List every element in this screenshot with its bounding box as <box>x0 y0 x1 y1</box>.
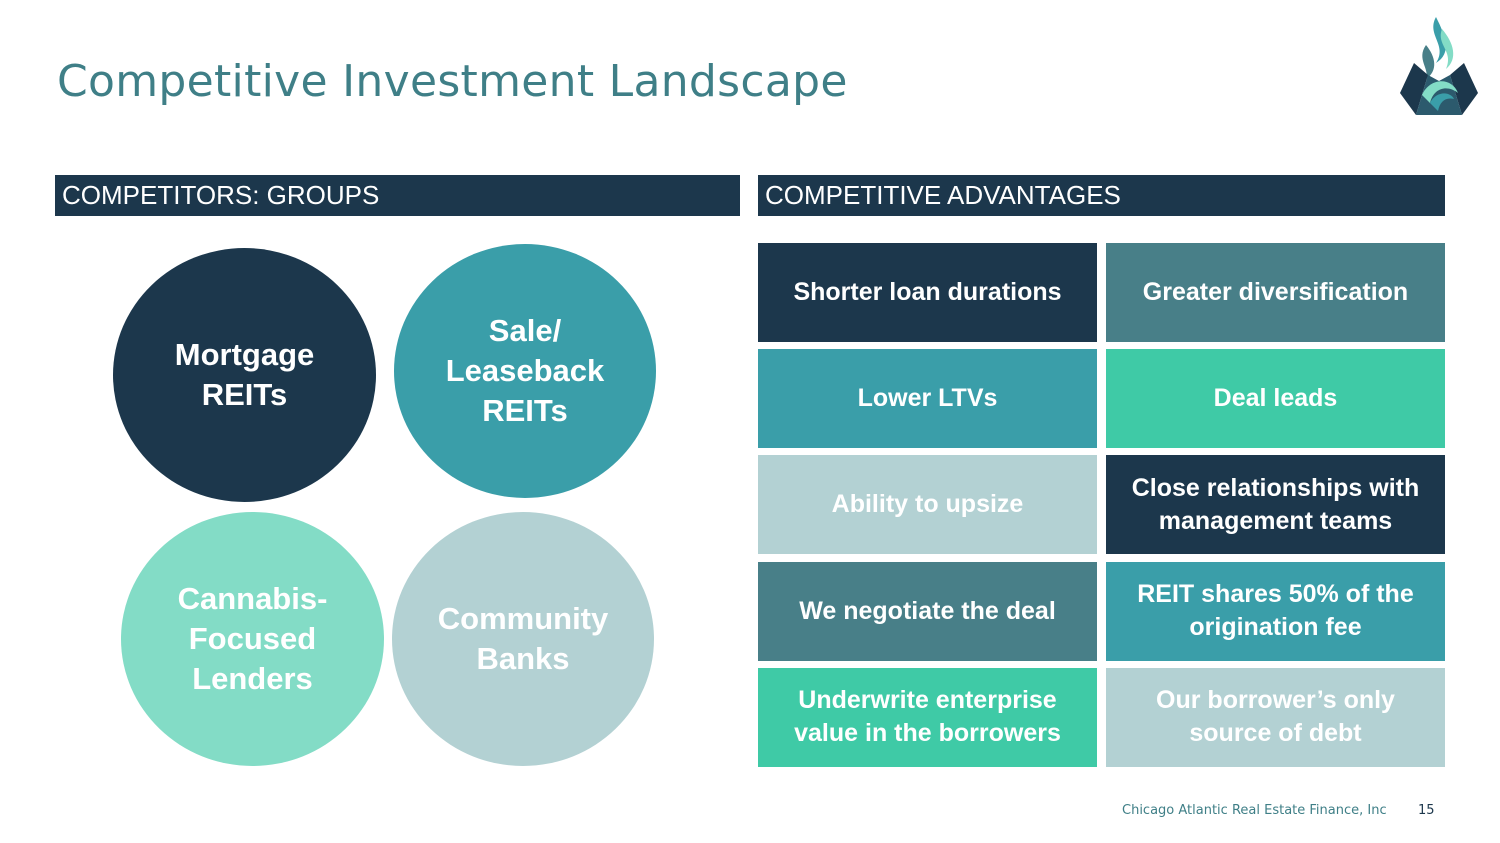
advantage-cell: Our borrower’s only source of debt <box>1106 667 1445 767</box>
advantages-grid: Shorter loan durations Greater diversifi… <box>758 243 1445 767</box>
footer-company-name: Chicago Atlantic Real Estate Finance, In… <box>1122 803 1387 818</box>
advantage-cell: We negotiate the deal <box>758 561 1097 661</box>
cannabis-focused-lenders-circle: Cannabis- Focused Lenders <box>121 512 384 766</box>
sale-leaseback-reits-circle: Sale/ Leaseback REITs <box>394 244 656 498</box>
flame-bird-logo-icon <box>1396 15 1482 119</box>
competitive-advantages-header: COMPETITIVE ADVANTAGES <box>758 175 1445 216</box>
advantage-cell: Deal leads <box>1106 349 1445 449</box>
advantage-cell: Ability to upsize <box>758 455 1097 555</box>
advantage-cell: Shorter loan durations <box>758 243 1097 342</box>
advantage-cell: Underwrite enterprise value in the borro… <box>758 667 1097 767</box>
advantage-cell: Greater diversification <box>1106 243 1445 342</box>
advantage-cell: Lower LTVs <box>758 349 1097 449</box>
advantage-cell: REIT shares 50% of the origination fee <box>1106 561 1445 661</box>
page-number: 15 <box>1418 803 1435 818</box>
mortgage-reits-circle: Mortgage REITs <box>113 248 376 502</box>
page-title: Competitive Investment Landscape <box>57 56 848 107</box>
advantage-cell: Close relationships with management team… <box>1106 455 1445 555</box>
community-banks-circle: Community Banks <box>392 512 654 766</box>
competitors-groups-header: COMPETITORS: GROUPS <box>55 175 740 216</box>
